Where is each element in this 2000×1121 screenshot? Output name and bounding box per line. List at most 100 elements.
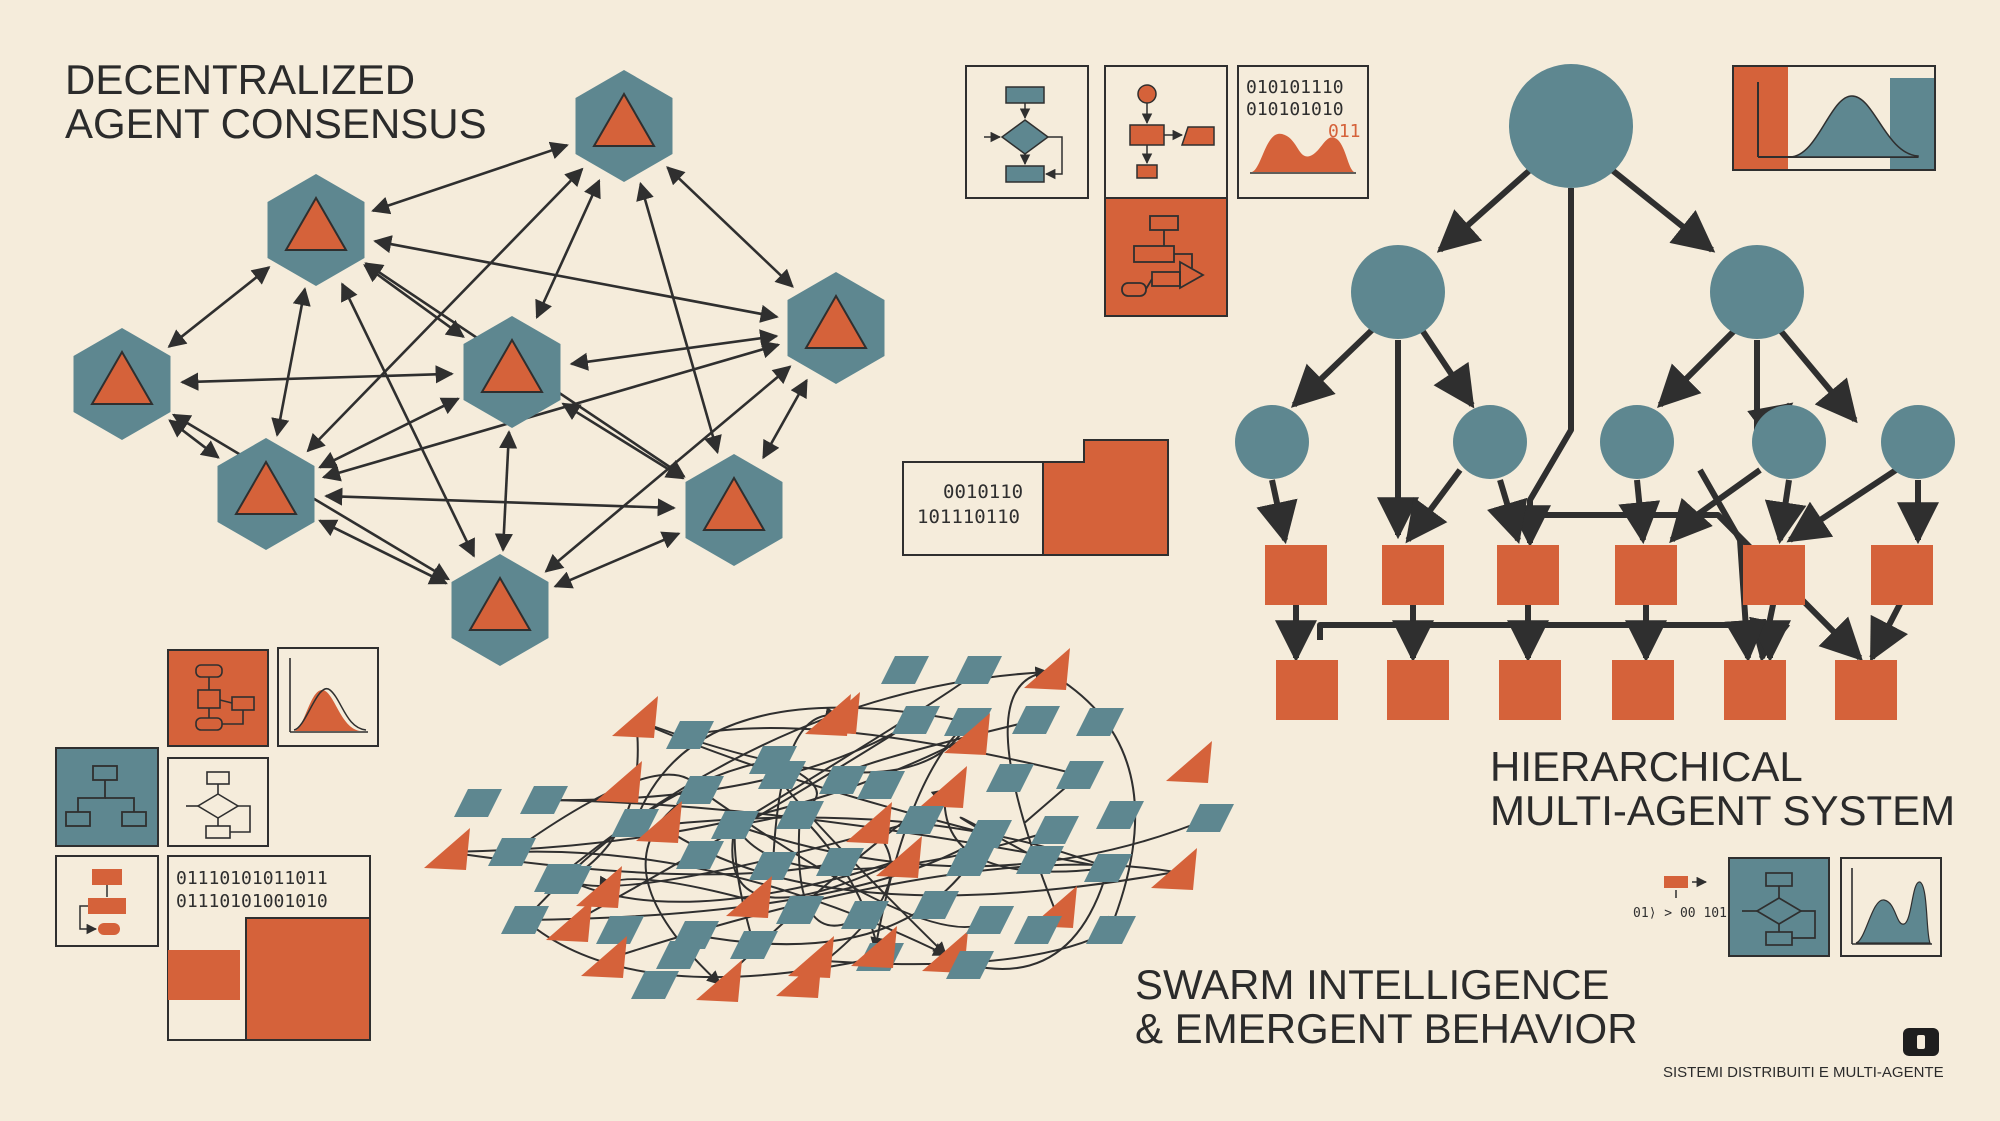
swarm-agent-parallelogram bbox=[520, 786, 568, 814]
swarm-trajectory bbox=[566, 819, 921, 893]
hierarchy-task-node bbox=[1387, 660, 1449, 720]
swarm-agent-triangle bbox=[876, 836, 922, 878]
swarm-agent-triangle bbox=[788, 936, 834, 978]
swarm-title-line-1: SWARM INTELLIGENCE bbox=[1135, 961, 1610, 1008]
hierarchy-link bbox=[1786, 467, 1898, 543]
swarm-agent-parallelogram bbox=[711, 811, 759, 839]
agent-triangle bbox=[234, 459, 298, 515]
hierarchy-link bbox=[1618, 479, 1661, 545]
swarm-agent-parallelogram bbox=[911, 891, 959, 919]
swarm-agent-triangle bbox=[726, 876, 772, 918]
binary-block-panel: 0010110 101110110 bbox=[902, 439, 1169, 556]
hierarchy-agent-node bbox=[1710, 245, 1804, 339]
swarm-trajectory bbox=[959, 816, 1042, 861]
swarm-agent-parallelogram bbox=[730, 931, 778, 959]
swarm-agent-parallelogram bbox=[1076, 708, 1124, 736]
swarm-agent-parallelogram bbox=[896, 806, 944, 834]
swarm-agent-parallelogram bbox=[986, 764, 1034, 792]
binary-panel-bottom: 01110101011011 01110101001010 bbox=[167, 855, 371, 1041]
swarm-agent-triangle bbox=[612, 696, 658, 738]
consensus-link bbox=[762, 378, 808, 460]
flow-panel-small bbox=[55, 855, 159, 947]
swarm-agent-parallelogram bbox=[946, 848, 994, 876]
consensus-nodes bbox=[73, 70, 885, 666]
swarm-trajectory bbox=[632, 706, 969, 825]
consensus-link bbox=[167, 266, 271, 348]
swarm-agent-parallelogram bbox=[966, 906, 1014, 934]
swarm-agent-triangle bbox=[1166, 741, 1212, 783]
hierarchy-task-node bbox=[1743, 545, 1805, 605]
swarm-agent-triangle bbox=[846, 802, 892, 844]
consensus-agent bbox=[451, 554, 549, 666]
hierarchical-title: HIERARCHICAL MULTI-AGENT SYSTEM bbox=[1490, 744, 1956, 835]
hierarchy-link bbox=[1657, 327, 1738, 408]
swarm-agent-parallelogram bbox=[631, 971, 679, 999]
hierarchical-title-line-2: MULTI-AGENT SYSTEM bbox=[1490, 787, 1956, 835]
swarm-agent-triangle bbox=[424, 828, 470, 870]
hierarchy-link bbox=[1764, 479, 1807, 545]
swarm-agent-parallelogram bbox=[841, 901, 889, 929]
hierarchy-task-node bbox=[1724, 660, 1786, 720]
consensus-link bbox=[553, 531, 681, 589]
swarm-agent-parallelogram bbox=[954, 656, 1002, 684]
consensus-agent bbox=[463, 316, 561, 428]
swarm-agent-parallelogram bbox=[1014, 916, 1062, 944]
swarm-agents bbox=[424, 648, 1234, 1002]
distribution-panel bbox=[1732, 65, 1936, 171]
consensus-link bbox=[373, 235, 779, 323]
hierarchy-link bbox=[1256, 479, 1298, 545]
hierarchy-task-node bbox=[1871, 545, 1933, 605]
footer-caption: SISTEMI DISTRIBUITI E MULTI-AGENTE bbox=[1663, 1064, 1944, 1081]
hierarchy-link bbox=[1405, 468, 1463, 544]
swarm-agent-parallelogram bbox=[1016, 846, 1064, 874]
consensus-link bbox=[569, 329, 779, 371]
consensus-agent bbox=[73, 328, 171, 440]
binary-bottom-2: 01110101001010 bbox=[176, 891, 328, 912]
swarm-agent-parallelogram bbox=[611, 809, 659, 837]
hierarchy-agent-node bbox=[1600, 405, 1674, 479]
consensus-link bbox=[371, 141, 569, 215]
decision-panel bbox=[167, 757, 269, 847]
hierarchy-agent-node bbox=[1881, 405, 1955, 479]
swarm-agent-parallelogram bbox=[656, 941, 704, 969]
consensus-title: DECENTRALIZED AGENT CONSENSUS bbox=[65, 57, 487, 146]
hierarchy-link bbox=[1777, 328, 1858, 424]
hierarchy-nodes bbox=[1235, 64, 1955, 720]
swarm-agent-parallelogram bbox=[819, 766, 867, 794]
hierarchy-agent-node bbox=[1351, 245, 1445, 339]
flowchart-panel-1 bbox=[965, 65, 1089, 199]
swarm-agent-parallelogram bbox=[758, 761, 806, 789]
hierarchy-agent-node bbox=[1453, 405, 1527, 479]
hierarchy-link bbox=[1509, 188, 1574, 548]
swarm-agent-parallelogram bbox=[666, 721, 714, 749]
agent-triangle bbox=[702, 475, 766, 531]
swarm-agent-triangle bbox=[696, 960, 742, 1002]
consensus-link bbox=[494, 430, 518, 552]
consensus-link bbox=[666, 166, 794, 288]
hierarchy-link bbox=[1436, 167, 1532, 253]
consensus-link bbox=[535, 178, 601, 320]
swarm-agent-triangle bbox=[944, 713, 990, 755]
swarm-agent-parallelogram bbox=[1084, 854, 1132, 882]
consensus-link bbox=[340, 282, 476, 558]
consensus-agent bbox=[267, 174, 365, 286]
curve-panel bbox=[277, 647, 379, 747]
agent-triangle bbox=[480, 337, 544, 393]
swarm-agent-parallelogram bbox=[1096, 801, 1144, 829]
hierarchy-task-node bbox=[1382, 545, 1444, 605]
swarm-agent-parallelogram bbox=[1056, 761, 1104, 789]
swarm-agent-parallelogram bbox=[964, 820, 1012, 848]
hierarchy-task-node bbox=[1497, 545, 1559, 605]
swarm-trajectory bbox=[1024, 774, 1082, 823]
binary-mid-1: 0010110 bbox=[943, 481, 1023, 503]
hierarchy-link bbox=[1419, 328, 1475, 409]
swarm-agent-triangle bbox=[1024, 648, 1070, 690]
swarm-trajectory bbox=[1047, 671, 1137, 932]
hierarchy-agent-node bbox=[1752, 405, 1826, 479]
consensus-link bbox=[636, 181, 722, 455]
hierarchy-agent-node bbox=[1235, 405, 1309, 479]
consensus-link bbox=[561, 402, 685, 480]
swarm-agent-parallelogram bbox=[1088, 916, 1136, 944]
swarm-agent-parallelogram bbox=[857, 771, 905, 799]
